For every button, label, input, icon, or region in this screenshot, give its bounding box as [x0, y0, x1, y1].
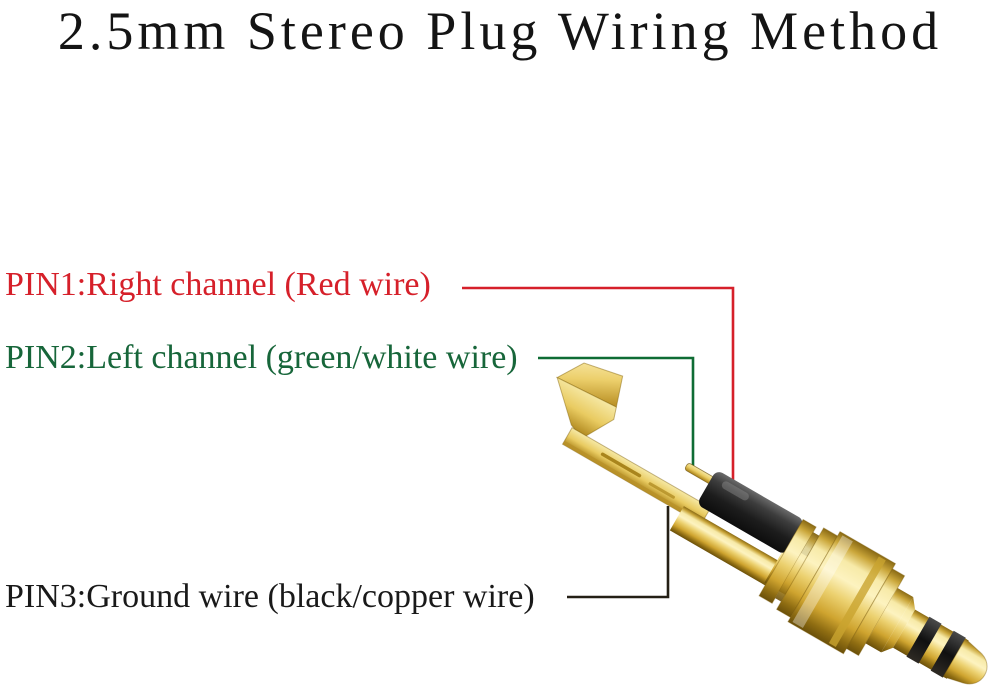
- insulation-ring-1: [906, 616, 942, 664]
- nut-groove: [828, 556, 886, 647]
- insulator-highlight: [721, 481, 749, 501]
- shaft-taper: [881, 596, 916, 653]
- label-pin2-left-channel: PIN2:Left channel (green/white wire): [5, 339, 518, 376]
- ground-lug-bend: [556, 376, 617, 439]
- right-channel-insulator-block: [699, 472, 803, 553]
- ground-lug-strip-edge: [562, 440, 704, 525]
- insulation-ring-2: [930, 630, 966, 678]
- pin3-leader-line: [567, 506, 670, 599]
- page-title: 2.5mm Stereo Plug Wiring Method: [57, 1, 943, 61]
- pin1-leader-line: [462, 286, 735, 483]
- flange-groove: [775, 532, 820, 602]
- ground-lug-slot-2: [648, 482, 675, 499]
- pin2-leader-line: [538, 356, 695, 466]
- plug-tip: [942, 637, 988, 685]
- shaft-step: [865, 587, 914, 653]
- label-pin1-right-channel: PIN1:Right channel (Red wire): [5, 266, 431, 303]
- nut-highlight: [792, 535, 853, 628]
- stereo-plug-photo: [556, 362, 988, 685]
- label-pin3-ground-wire: PIN3:Ground wire (black/copper wire): [5, 578, 535, 615]
- ground-lug-slot: [600, 452, 642, 478]
- barrel-body-under: [669, 506, 781, 587]
